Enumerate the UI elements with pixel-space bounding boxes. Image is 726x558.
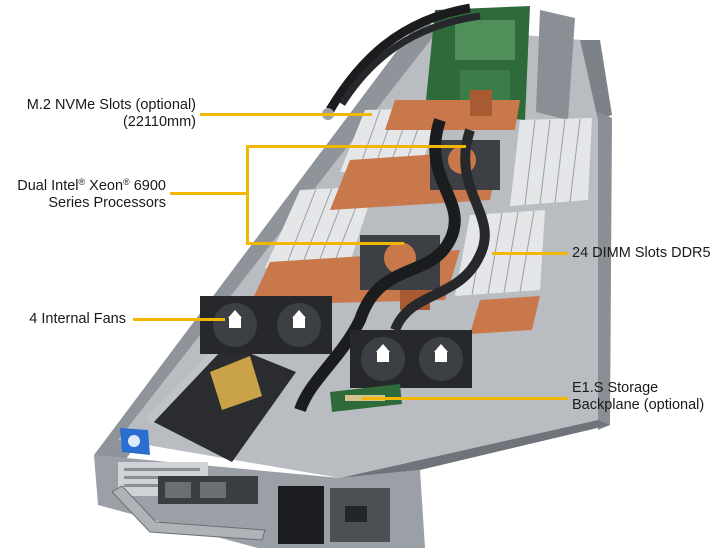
leader-m2 — [200, 113, 372, 116]
chassis-right-wall — [580, 40, 612, 120]
callout-cpu-line1: Dual Intel® Xeon® 6900 — [17, 177, 166, 195]
m2-bracket — [536, 10, 575, 120]
liquid-hose-1 — [326, 3, 471, 113]
internal-hoses — [294, 118, 461, 413]
callout-cpu: Dual Intel® Xeon® 6900 Series Processors — [0, 178, 166, 212]
front-handle — [111, 485, 266, 541]
internal-fans — [200, 296, 472, 388]
chassis-front-right — [340, 420, 610, 478]
leader-dimm — [492, 252, 568, 255]
chassis-left-wall — [94, 20, 440, 470]
registered-mark: ® — [78, 177, 86, 187]
liquid-hose-2 — [339, 12, 481, 106]
callout-m2-nvme: M.2 NVMe Slots (optional) (22110mm) — [4, 97, 196, 131]
leader-cpu-stub — [170, 192, 246, 195]
leader-cpu-bracket-vertical — [246, 145, 249, 245]
dimm-bank-right — [510, 118, 592, 206]
registered-mark: ® — [123, 177, 130, 187]
callout-fans: 4 Internal Fans — [4, 311, 126, 328]
callout-dimm-line1: 24 DIMM Slots DDR5 — [572, 245, 711, 261]
leader-cpu-bracket-bottom — [246, 242, 404, 245]
chassis-right-rear-wall — [598, 112, 612, 430]
callout-dimm: 24 DIMM Slots DDR5 — [572, 245, 722, 262]
leader-cpu-bracket-top — [246, 145, 466, 148]
callout-cpu-line2: Series Processors — [48, 195, 166, 211]
callout-m2-line1: M.2 NVMe Slots (optional) — [26, 97, 196, 113]
callout-e1s: E1.S Storage Backplane (optional) — [572, 380, 722, 414]
front-io-block — [278, 486, 324, 544]
leader-e1s — [362, 397, 568, 400]
callout-e1s-line1: E1.S Storage — [572, 380, 659, 396]
callout-e1s-line2: Backplane (optional) — [572, 397, 705, 413]
callout-m2-line2: (22110mm) — [122, 114, 196, 130]
callout-fans-line1: 4 Internal Fans — [29, 311, 126, 327]
leader-fans — [133, 318, 225, 321]
